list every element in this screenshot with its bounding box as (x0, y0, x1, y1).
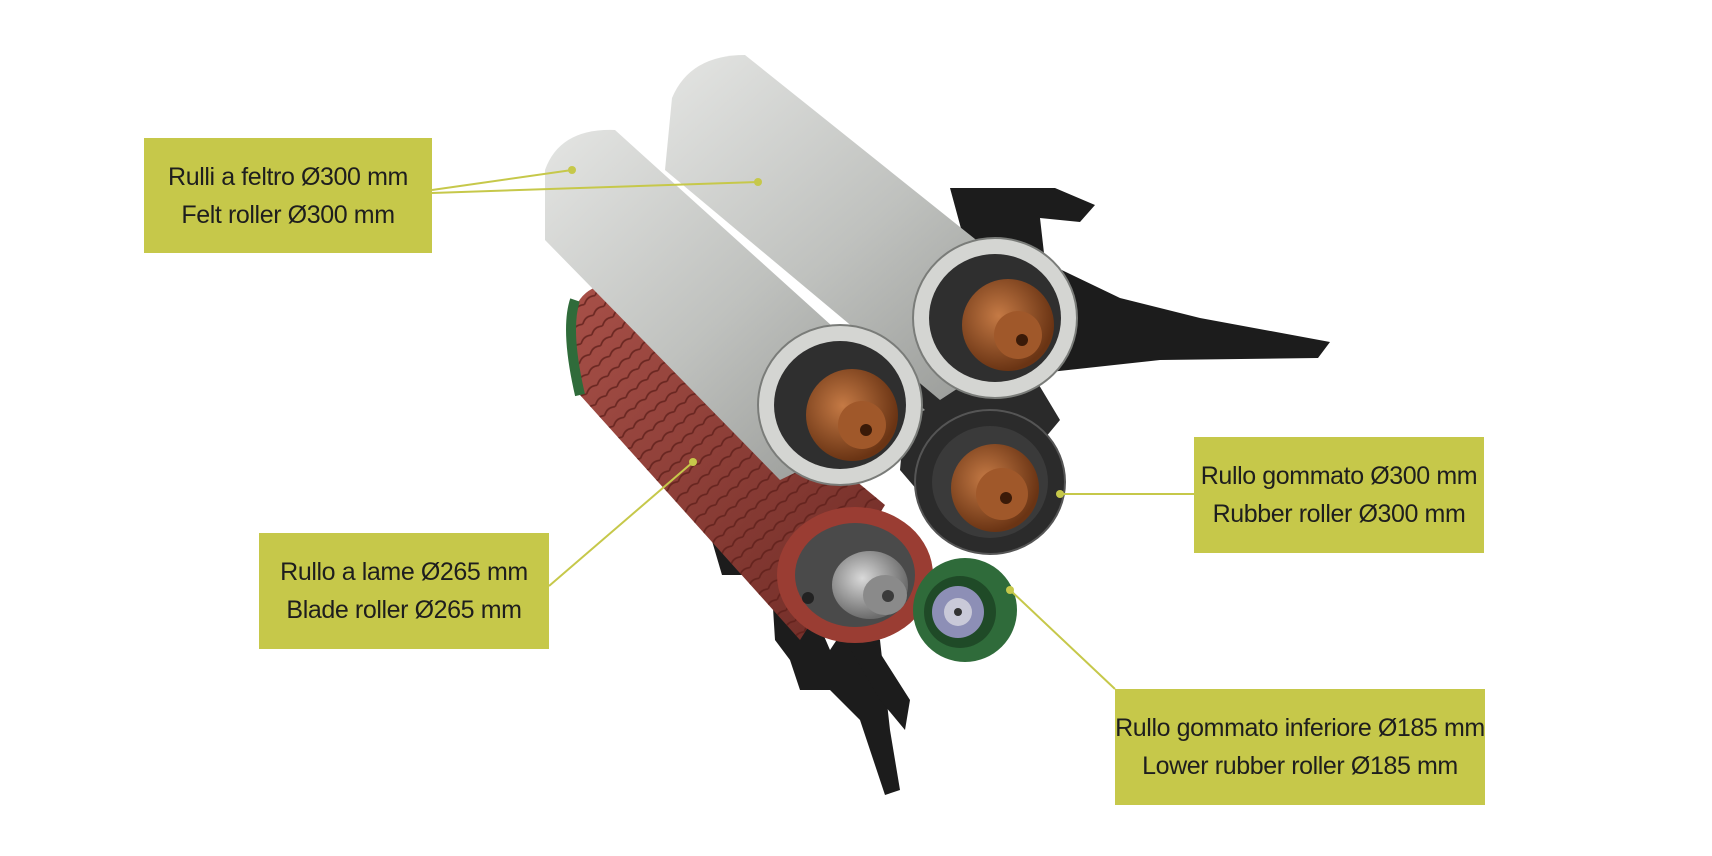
lower-rubber-roller (913, 558, 1017, 662)
blade-roller (566, 284, 933, 643)
blade-roller-label-line1: Rullo a lame Ø265 mm (280, 558, 528, 586)
rubber-roller-label: Rullo gommato Ø300 mm Rubber roller Ø300… (1194, 437, 1484, 553)
leader-line-felt-2 (431, 181, 759, 194)
blade-roller-label: Rullo a lame Ø265 mm Blade roller Ø265 m… (259, 533, 549, 649)
leader-line-blade (548, 461, 694, 587)
leader-line-lower (1009, 589, 1116, 690)
felt-roller-label-line1: Rulli a feltro Ø300 mm (168, 162, 408, 191)
leader-dots (568, 166, 1064, 594)
felt-roller-back (665, 55, 1078, 400)
lower-rubber-roller-label-line2: Lower rubber roller Ø185 mm (1142, 752, 1458, 780)
felt-roller-label: Rulli a feltro Ø300 mm Felt roller Ø300 … (144, 138, 432, 253)
lower-rubber-roller-label: Rullo gommato inferiore Ø185 mm Lower ru… (1115, 689, 1485, 805)
felt-roller-label-line2: Felt roller Ø300 mm (181, 200, 395, 229)
felt-roller-front (545, 129, 925, 486)
rubber-roller-label-line2: Rubber roller Ø300 mm (1212, 500, 1466, 528)
blade-roller-label-line2: Blade roller Ø265 mm (286, 596, 522, 624)
leader-line-felt-1 (431, 169, 573, 191)
rubber-roller-label-line1: Rullo gommato Ø300 mm (1200, 462, 1478, 490)
lower-rubber-roller-label-line1: Rullo gommato inferiore Ø185 mm (1115, 714, 1485, 742)
leader-lines (431, 169, 1194, 690)
